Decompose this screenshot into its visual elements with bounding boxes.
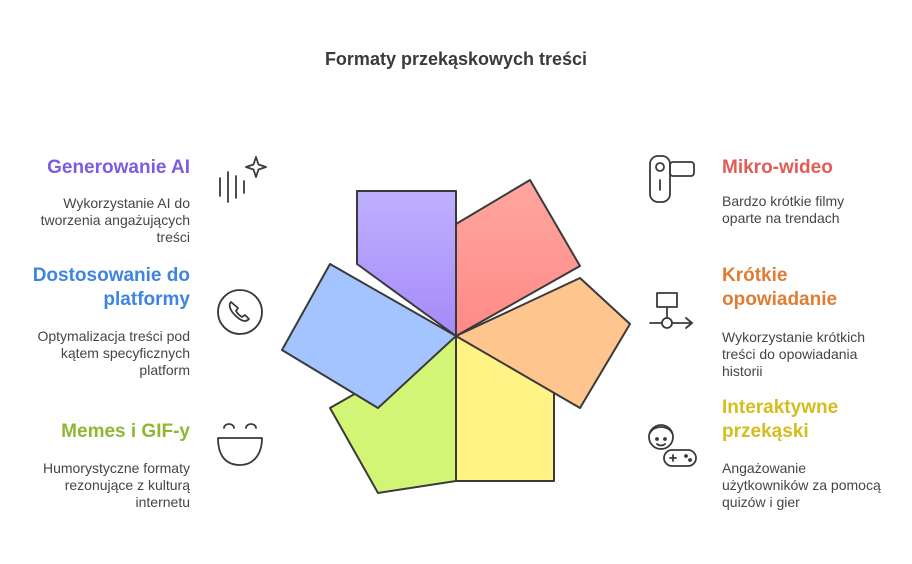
desc-stories: Wykorzystanie krótkich treści do opowiad…	[722, 329, 866, 379]
heading-ai: Generowanie AI	[47, 157, 190, 178]
desc-interactive: Angażowanie użytkowników za pomocą quizó…	[722, 460, 881, 510]
desc-platform: Optymalizacja treści pod kątem specyficz…	[37, 328, 190, 378]
laugh-face-icon	[217, 423, 263, 466]
flowchart-icon	[649, 292, 693, 329]
diagram-title: Formaty przekąskowych treści	[324, 49, 588, 69]
segment-platform	[281, 263, 457, 409]
heading-micro: Mikro-wideo	[722, 157, 833, 178]
phone-icon	[217, 289, 263, 335]
sparkle-bars-icon	[219, 156, 267, 203]
segment-stories	[455, 277, 631, 409]
gamer-icon	[648, 424, 697, 467]
segment-ai	[356, 190, 457, 337]
video-camera-icon	[649, 155, 695, 203]
heading-platform: Dostosowanie do platformy	[32, 265, 190, 310]
heading-interactive: Interaktywne przekąski	[722, 397, 839, 442]
desc-micro: Bardzo krótkie filmy oparte na trendach	[722, 193, 845, 226]
heading-stories: Krótkie opowiadanie	[722, 265, 838, 310]
heading-memes: Memes i GIF-y	[61, 421, 190, 442]
desc-memes: Humorystyczne formaty rezonujące z kultu…	[42, 460, 190, 510]
desc-ai: Wykorzystanie AI do tworzenia angażujący…	[40, 195, 190, 245]
